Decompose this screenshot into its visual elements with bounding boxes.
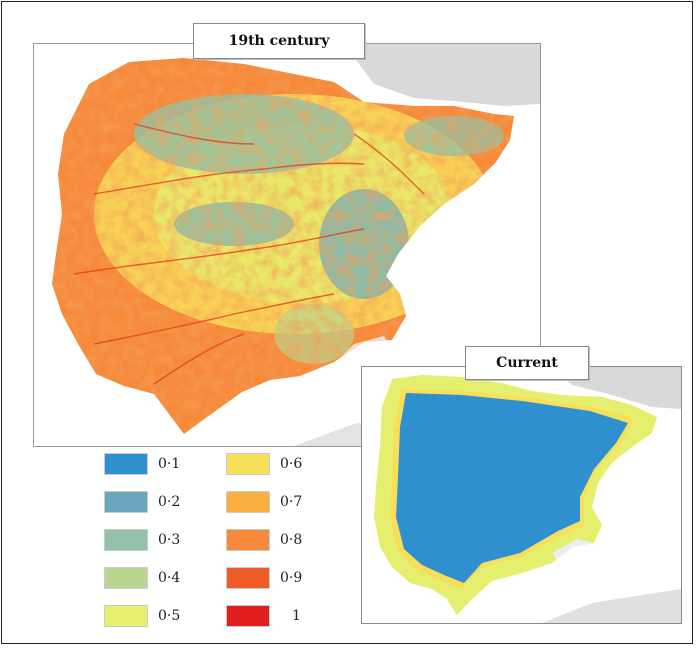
legend-swatch <box>104 567 148 589</box>
legend-label: 0·8 <box>280 532 303 548</box>
legend-label: 1 <box>292 608 301 624</box>
legend-item: 0·9 <box>226 566 302 590</box>
legend-label: 0·4 <box>158 570 181 586</box>
legend-swatch <box>104 605 148 627</box>
legend-swatch <box>226 491 270 513</box>
iberia-current <box>374 375 657 615</box>
legend-label: 0·7 <box>280 494 303 510</box>
legend-swatch <box>104 491 148 513</box>
france-landmass <box>344 44 540 106</box>
legend-label: 0·2 <box>158 494 181 510</box>
legend-label: 0·6 <box>280 456 303 472</box>
legend-label: 0·3 <box>158 532 181 548</box>
legend: 0·1 0·2 0·3 0·4 0·5 0·6 0·7 0·8 0·9 1 <box>104 452 314 632</box>
legend-item: 0·8 <box>226 528 302 552</box>
legend-item: 0·6 <box>226 452 302 476</box>
legend-item: 0·2 <box>104 490 180 514</box>
legend-swatch <box>104 529 148 551</box>
legend-label: 0·5 <box>158 608 181 624</box>
map-19th-century-svg <box>52 44 540 446</box>
title-19th-century: 19th century <box>193 23 365 59</box>
legend-swatch <box>226 453 270 475</box>
legend-item: 0·7 <box>226 490 302 514</box>
map-current <box>361 366 682 624</box>
legend-swatch <box>226 605 270 627</box>
map-19th-century <box>33 43 541 447</box>
legend-item: 0·1 <box>104 452 180 476</box>
legend-label: 0·1 <box>158 456 181 472</box>
current-africa-landmass <box>542 589 681 623</box>
legend-swatch <box>226 567 270 589</box>
title-current: Current <box>465 346 589 380</box>
legend-item: 0·5 <box>104 604 180 628</box>
legend-item: 0·3 <box>104 528 180 552</box>
legend-item: 0·4 <box>104 566 180 590</box>
map-current-svg <box>374 367 681 623</box>
legend-item: 1 <box>226 604 301 628</box>
legend-swatch <box>104 453 148 475</box>
legend-swatch <box>226 529 270 551</box>
legend-label: 0·9 <box>280 570 303 586</box>
